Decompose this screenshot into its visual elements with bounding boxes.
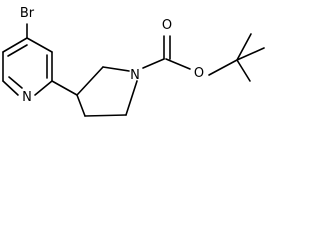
bond-tbu-methyl-right (236, 47, 265, 61)
pyrrolidine-nitrogen-label: N (130, 68, 140, 83)
boc-group (142, 33, 265, 82)
chemical-structure: Br N N O O (2, 6, 265, 117)
bond-c5-c4-double (7, 44, 28, 57)
bond-c4-c3 (26, 37, 53, 53)
bond-c5-c4 (2, 37, 28, 53)
ester-oxygen-label: O (194, 66, 204, 81)
pyrrolidine-ring (76, 66, 138, 117)
bond-c3p-c2p (76, 66, 104, 96)
bond-pyridine-pyrrolidine (51, 80, 78, 96)
pyridine-ring (2, 37, 53, 96)
bond-c2-n1 (34, 80, 53, 96)
bond-c2p-n (102, 66, 130, 72)
bond-ester-o-tbu (208, 59, 238, 76)
bond-tbu-methyl-down (236, 59, 251, 82)
bond-n-carbonyl (142, 58, 165, 69)
bond-carbonyl-ester-o (165, 58, 191, 70)
bond-n-c5p (125, 80, 138, 116)
pyridine-nitrogen-label: N (22, 90, 32, 105)
bond-c5p-c4p (84, 114, 127, 117)
carbonyl-oxygen-label: O (162, 18, 172, 33)
bond-n1-c6-double (8, 76, 23, 89)
bond-n1-c6 (2, 80, 19, 96)
bromine-label: Br (20, 6, 35, 21)
bond-c4p-c3p (76, 94, 86, 117)
bond-tbu-methyl-up (236, 33, 252, 61)
